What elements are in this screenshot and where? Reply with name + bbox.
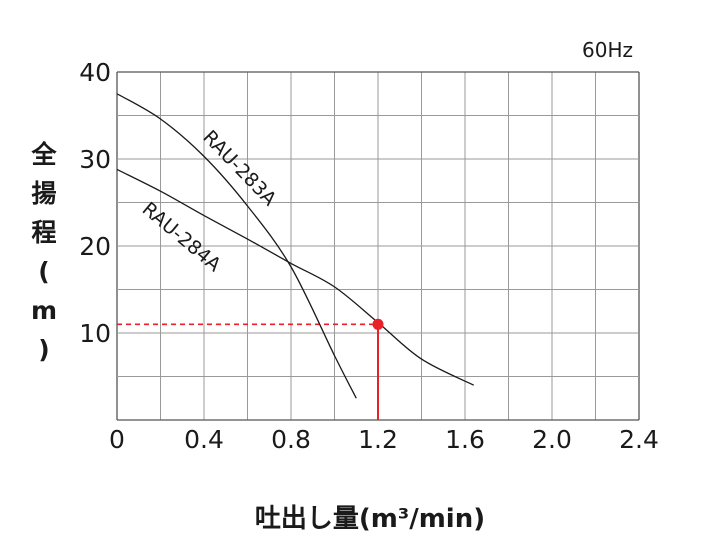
operating-point-guides bbox=[117, 323, 379, 420]
x-tick-labels: 0 0.4 0.8 1.2 1.6 2.0 2.4 bbox=[109, 425, 659, 454]
curves bbox=[116, 93, 474, 399]
curve-rau-284a bbox=[116, 168, 474, 386]
y-tick-label: 40 bbox=[79, 58, 111, 87]
operating-point-marker bbox=[372, 318, 384, 330]
x-tick-label: 1.2 bbox=[358, 425, 398, 454]
y-tick-labels: 40 30 20 10 bbox=[79, 58, 111, 348]
y-tick-label: 20 bbox=[79, 232, 111, 261]
operating-point bbox=[372, 318, 384, 330]
x-tick-label: 2.0 bbox=[532, 425, 572, 454]
frequency-note: 60Hz bbox=[582, 38, 633, 62]
x-tick-label: 0 bbox=[109, 425, 125, 454]
curve-rau-283a bbox=[116, 93, 357, 399]
y-tick-label: 30 bbox=[79, 145, 111, 174]
x-tick-label: 0.8 bbox=[271, 425, 311, 454]
x-tick-label: 2.4 bbox=[619, 425, 659, 454]
y-tick-label: 10 bbox=[79, 319, 111, 348]
y-axis-label: 全揚程(m) bbox=[30, 140, 57, 364]
x-tick-label: 0.4 bbox=[184, 425, 224, 454]
series-label-rau-284a: RAU-284A bbox=[138, 198, 225, 276]
x-axis-label: 吐出し量(m³/min) bbox=[255, 504, 485, 534]
x-tick-label: 1.6 bbox=[445, 425, 485, 454]
series-label-rau-283a: RAU-283A bbox=[198, 126, 280, 210]
